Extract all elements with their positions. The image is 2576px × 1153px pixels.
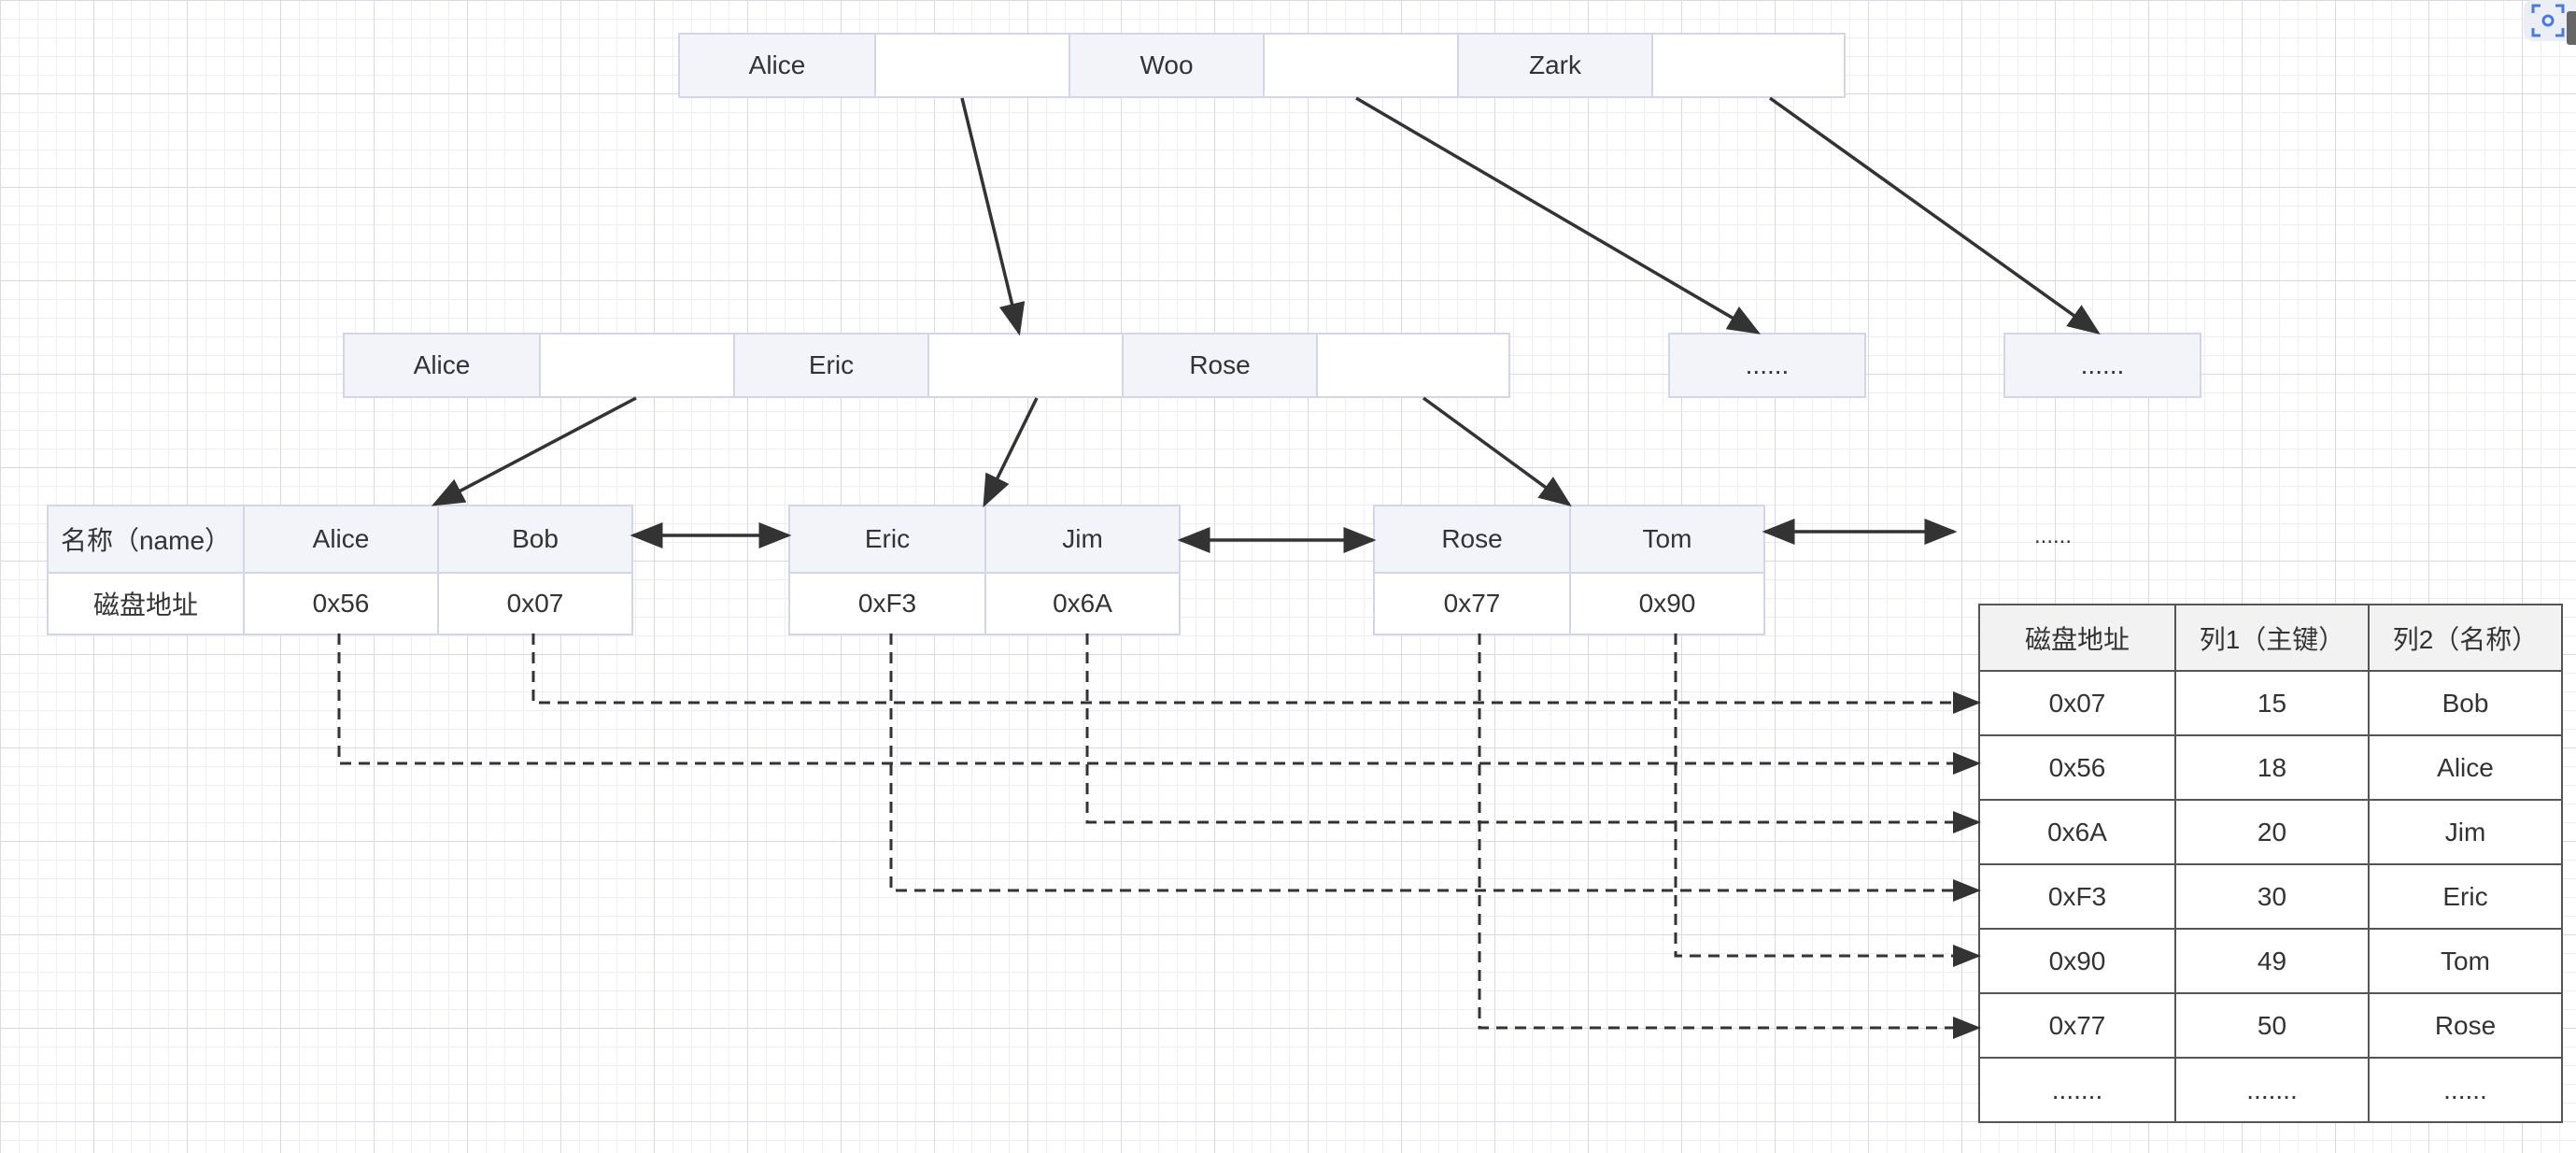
scan-icon[interactable] [2524, 0, 2576, 45]
table-cell: 0x56 [2048, 752, 2106, 782]
internal-pointer [927, 335, 1122, 396]
root-key: Alice [680, 35, 874, 96]
address-link [337, 633, 1981, 775]
table-cell: ....... [2174, 1059, 2368, 1121]
table-cell: 0x07 [2048, 688, 2106, 718]
leaf-address: 0xF3 [790, 574, 984, 633]
table-cell: 30 [2174, 865, 2368, 928]
table-row: ....... ....... ...... [1980, 1057, 2561, 1121]
table-row: 0x77 50 Rose [1980, 992, 2561, 1057]
root-pointer [1263, 35, 1457, 96]
leaf-name: Jim [984, 506, 1179, 572]
internal-key: Alice [345, 335, 539, 396]
table-cell: Eric [2368, 865, 2561, 928]
disk-table: 磁盘地址 列1（主键） 列2（名称） 0x07 15 Bob 0x56 18 A… [1978, 604, 2563, 1123]
address-link [1085, 633, 1981, 833]
leaf-more-text: ...... [2034, 523, 2073, 548]
internal-key: Eric [733, 335, 927, 396]
table-cell: ...... [2368, 1059, 2561, 1121]
internal-pointer [1316, 335, 1508, 396]
ellipsis-text: ...... [2005, 335, 2200, 396]
table-cell: 0x6A [2047, 817, 2107, 847]
leaf-address: 0x77 [1375, 574, 1569, 633]
root-node: Alice Woo Zark [678, 33, 1846, 98]
table-header-cell: 列1（主键） [2174, 605, 2368, 670]
table-cell: 18 [2174, 736, 2368, 799]
leaf-address: 0x07 [437, 574, 631, 633]
leaf-address: 0x6A [984, 574, 1179, 633]
leaf-name: Rose [1375, 506, 1569, 572]
tree-arrow [983, 397, 1039, 508]
table-cell: 0xF3 [2047, 881, 2107, 911]
leaf-name: Alice [243, 506, 437, 572]
root-pointer [874, 35, 1069, 96]
table-cell: 20 [2174, 801, 2368, 863]
table-cell: 50 [2174, 994, 2368, 1057]
tree-arrow [1768, 96, 2101, 335]
address-link [1478, 633, 1981, 1039]
tree-arrow [431, 396, 637, 506]
table-header-cell: 列2（名称） [2368, 605, 2561, 670]
address-link [1674, 633, 1981, 967]
address-link [531, 633, 1981, 714]
tree-arrow [1355, 96, 1762, 335]
leaf-node-1: 名称（name） Alice Bob 磁盘地址 0x56 0x07 [47, 505, 633, 635]
table-cell: Tom [2368, 930, 2561, 992]
ellipsis-text: ...... [1670, 335, 1864, 396]
leaf-node-2: Eric Jim 0xF3 0x6A [788, 505, 1181, 635]
root-pointer [1651, 35, 1844, 96]
tree-arrow [960, 97, 1026, 336]
table-cell: 0x90 [2048, 946, 2106, 975]
leaf-name: Eric [790, 506, 984, 572]
table-cell: 0x77 [2048, 1010, 2106, 1040]
table-cell: ....... [2051, 1075, 2103, 1104]
table-header-row: 磁盘地址 列1（主键） 列2（名称） [1980, 605, 2561, 670]
panel-edge [2567, 11, 2576, 45]
table-cell: 15 [2174, 672, 2368, 734]
table-cell: Jim [2368, 801, 2561, 863]
internal-key: Rose [1122, 335, 1316, 396]
internal-node: Alice Eric Rose [343, 333, 1510, 398]
table-row: 0x6A 20 Jim [1980, 799, 2561, 863]
table-cell: Alice [2368, 736, 2561, 799]
table-row: 0xF3 30 Eric [1980, 863, 2561, 928]
internal-pointer [539, 335, 733, 396]
table-cell: Rose [2368, 994, 2561, 1057]
table-row: 0x56 18 Alice [1980, 734, 2561, 799]
table-header-cell: 磁盘地址 [2024, 624, 2130, 654]
table-row: 0x90 49 Tom [1980, 928, 2561, 992]
leaf-name: Bob [437, 506, 631, 572]
ellipsis-node: ...... [1668, 333, 1866, 398]
tree-arrow [1422, 396, 1572, 507]
table-cell: 49 [2174, 930, 2368, 992]
root-key: Zark [1457, 35, 1651, 96]
ellipsis-node: ...... [2003, 333, 2201, 398]
leaf-address: 0x56 [243, 574, 437, 633]
leaf-node-3: Rose Tom 0x77 0x90 [1373, 505, 1765, 635]
leaf-name: Tom [1569, 506, 1763, 572]
table-row: 0x07 15 Bob [1980, 670, 2561, 734]
root-key: Woo [1069, 35, 1263, 96]
table-cell: Bob [2368, 672, 2561, 734]
address-link [889, 633, 1981, 902]
leaf-address: 0x90 [1569, 574, 1763, 633]
name-header: 名称（name） [49, 506, 243, 572]
address-header: 磁盘地址 [49, 574, 243, 633]
